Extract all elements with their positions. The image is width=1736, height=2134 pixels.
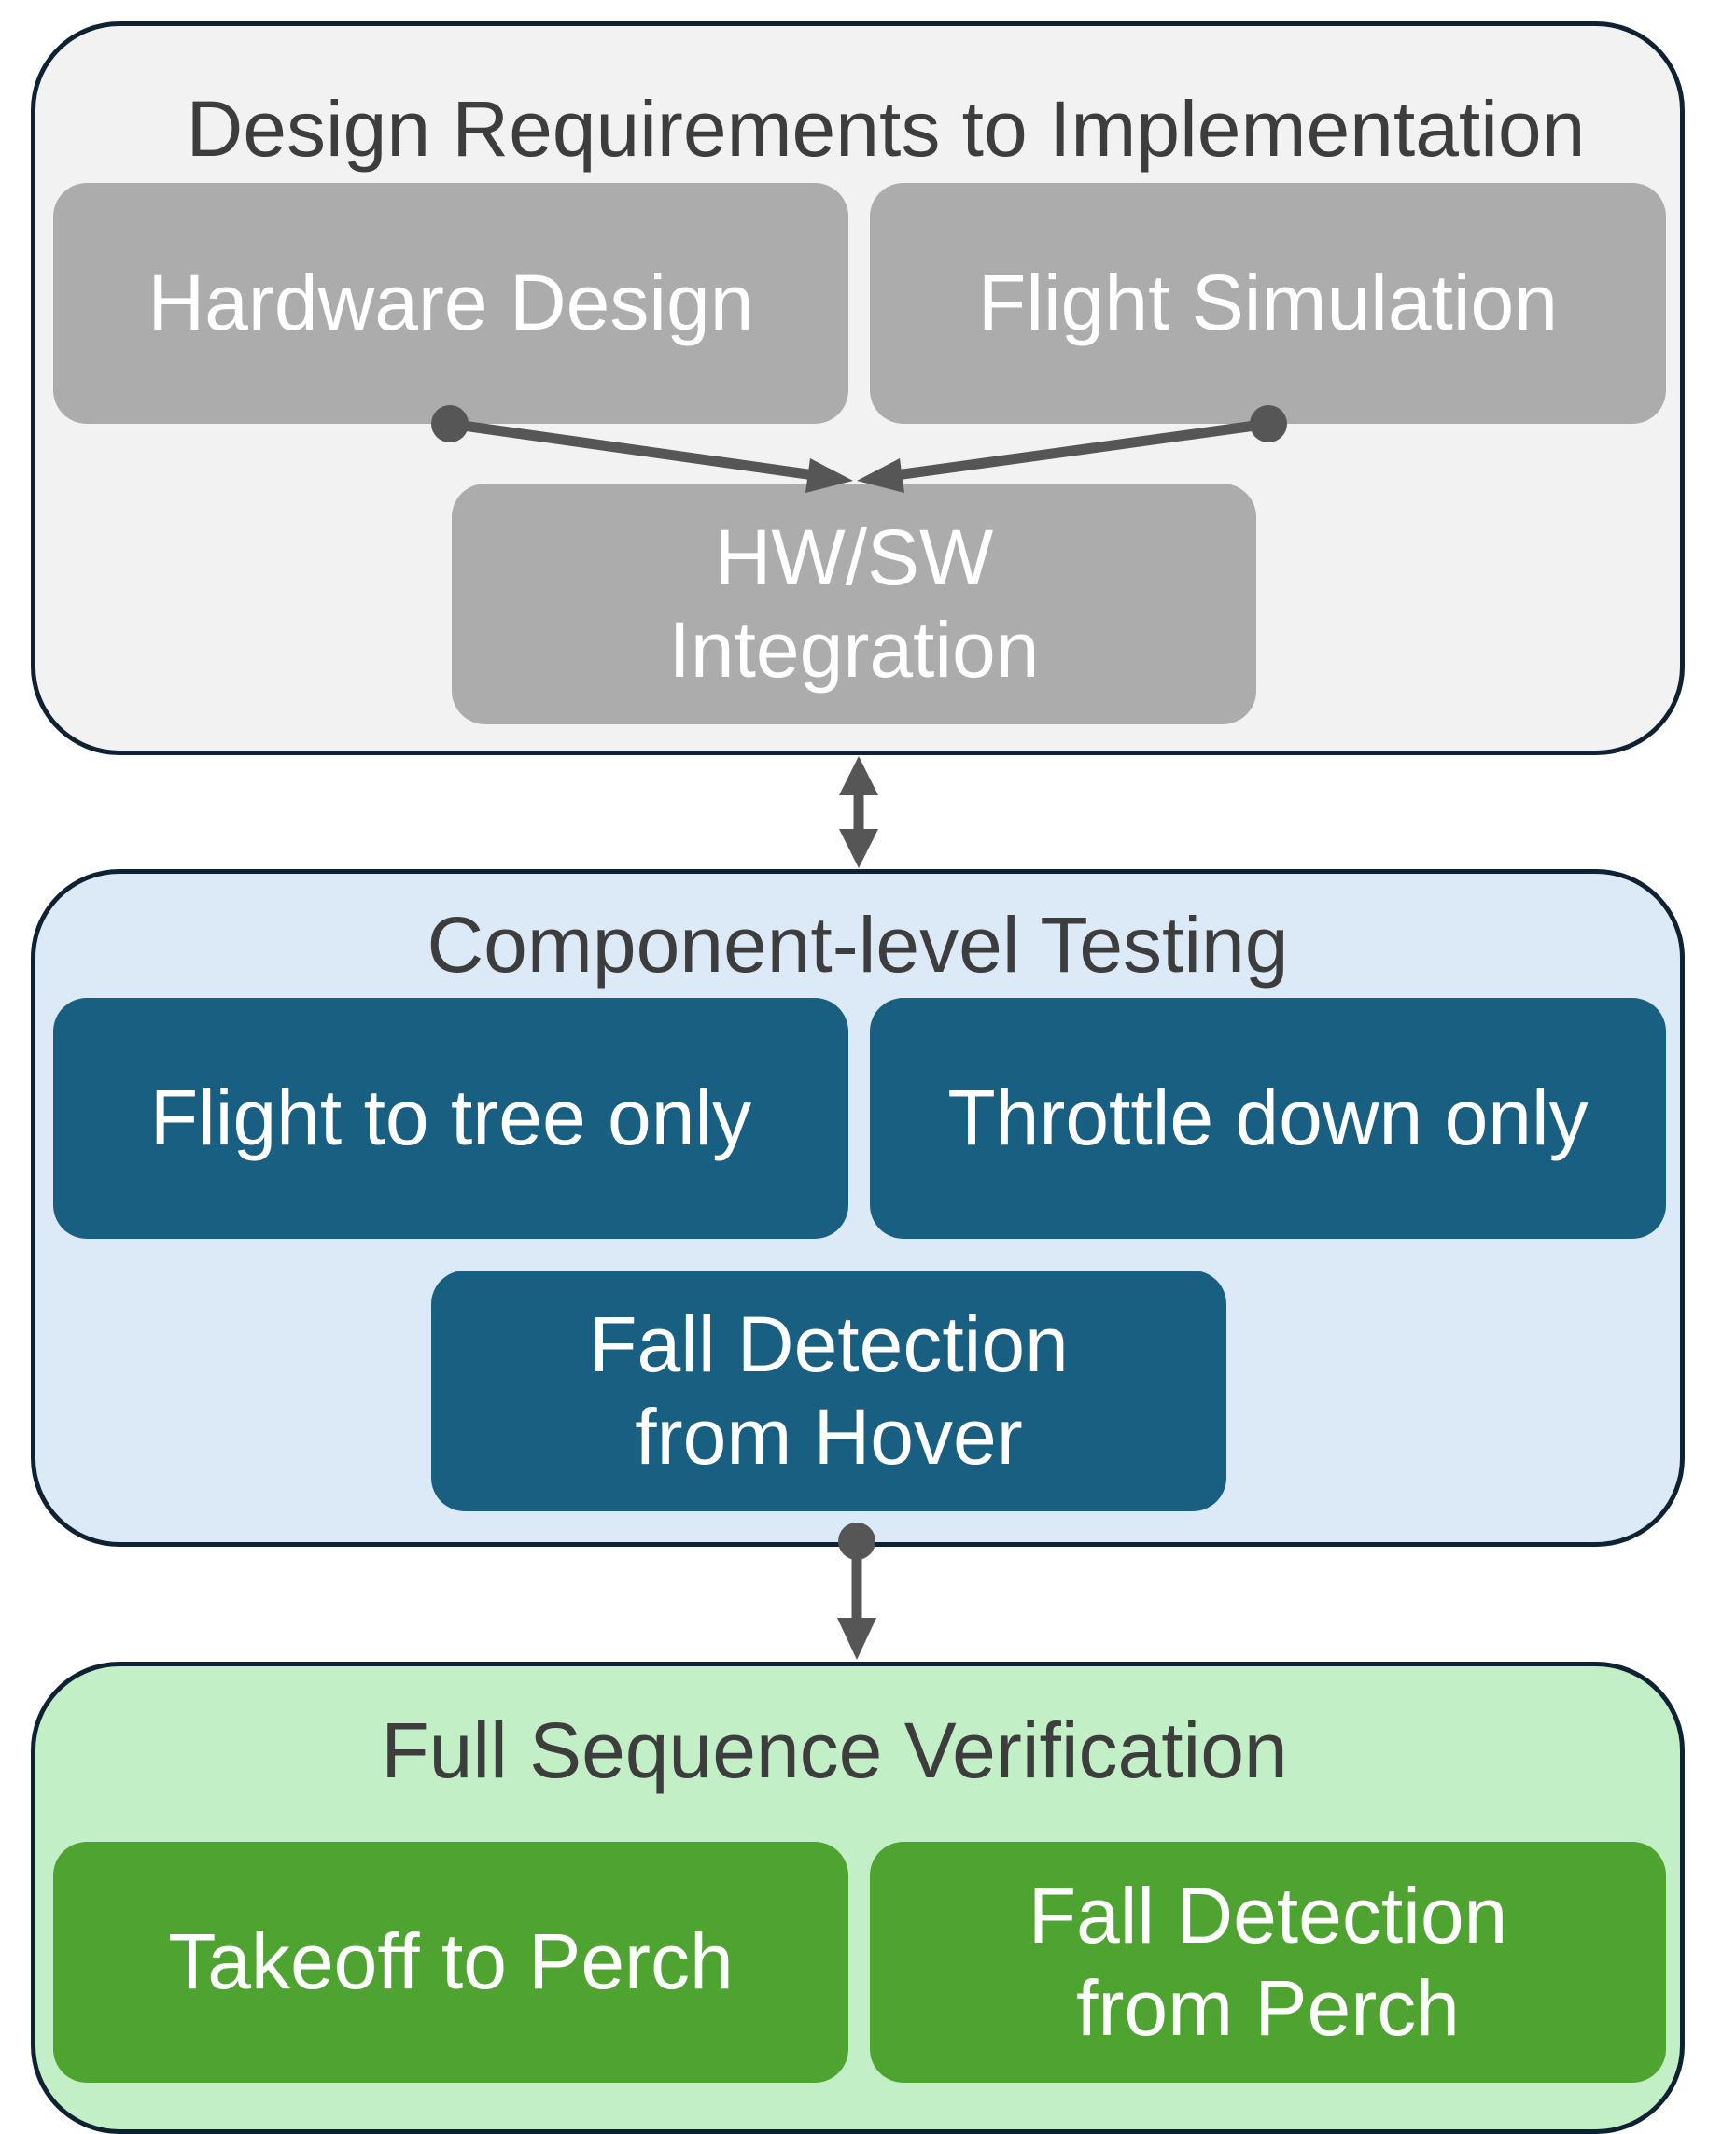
flight-simulation-node: Flight Simulation	[870, 183, 1666, 424]
verification-section-title: Full Sequence Verification	[381, 1706, 1288, 1794]
throttle-down-node: Throttle down only	[870, 998, 1666, 1239]
design-section-title: Design Requirements to Implementation	[186, 85, 1586, 173]
testing-to-verification-arrow	[837, 1523, 876, 1660]
takeoff-to-perch-node: Takeoff to Perch	[53, 1842, 848, 2083]
testing-section-title: Component-level Testing	[427, 901, 1289, 989]
fall-detection-hover-node: Fall Detection from Hover	[431, 1271, 1226, 1511]
hw-sw-integration-node: HW/SW Integration	[452, 484, 1256, 724]
design-testing-bidirectional-arrow	[839, 756, 878, 868]
fall-detection-perch-node: Fall Detection from Perch	[870, 1842, 1666, 2083]
hardware-design-node: Hardware Design	[53, 183, 848, 424]
simulation-to-integration-arrow	[857, 405, 1287, 493]
hardware-to-integration-arrow	[431, 405, 853, 493]
flight-to-tree-node: Flight to tree only	[53, 998, 848, 1239]
